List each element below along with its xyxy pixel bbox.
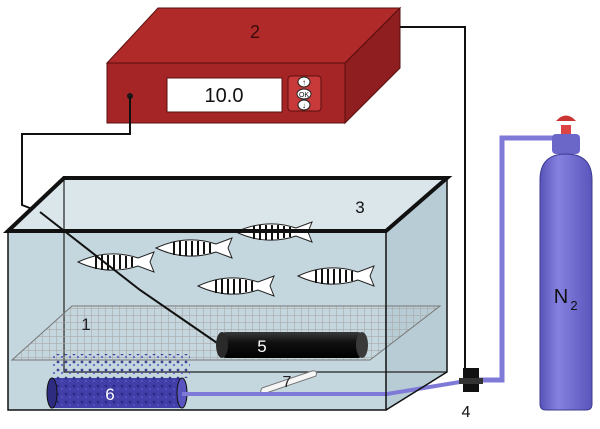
controller-box: [105, 6, 402, 125]
bubbles: [52, 354, 190, 378]
gas-tube-tank: [182, 378, 473, 396]
controller-up-button[interactable]: ↑: [297, 76, 311, 88]
label-mesh: 1: [81, 315, 90, 334]
gas-diffuser: [46, 377, 188, 409]
label-sensor: 5: [257, 337, 266, 356]
solenoid-valve: [459, 368, 483, 392]
controller-display-value: 10.0: [205, 85, 244, 107]
fish-5: [296, 265, 375, 287]
label-controller: 2: [250, 22, 260, 42]
fish-2: [154, 237, 233, 259]
nitrogen-cylinder: [539, 115, 593, 411]
gas-tube-cylinder: [472, 135, 555, 383]
arrow-down-icon: ↓: [302, 101, 306, 110]
fish-4: [196, 275, 275, 297]
label-cylinder: N: [554, 286, 568, 308]
label-diffuser: 6: [105, 385, 114, 404]
controller-ok-button[interactable]: OK: [296, 88, 312, 100]
label-stone: 7: [283, 374, 292, 391]
oxygen-sensor: [216, 332, 368, 358]
air-stone: [260, 370, 317, 394]
ok-label: OK: [299, 92, 309, 99]
label-cylinder-sub: 2: [570, 298, 577, 313]
probe-wire: [21, 96, 131, 213]
control-wire: [400, 26, 466, 368]
label-tank: 3: [355, 198, 364, 217]
arrow-up-icon: ↑: [302, 78, 306, 87]
label-valve: 4: [462, 404, 471, 421]
controller-display: [166, 77, 283, 113]
probe-cable: [39, 211, 221, 346]
tank-frame: [2, 176, 453, 411]
controller-down-button[interactable]: ↓: [297, 99, 311, 111]
